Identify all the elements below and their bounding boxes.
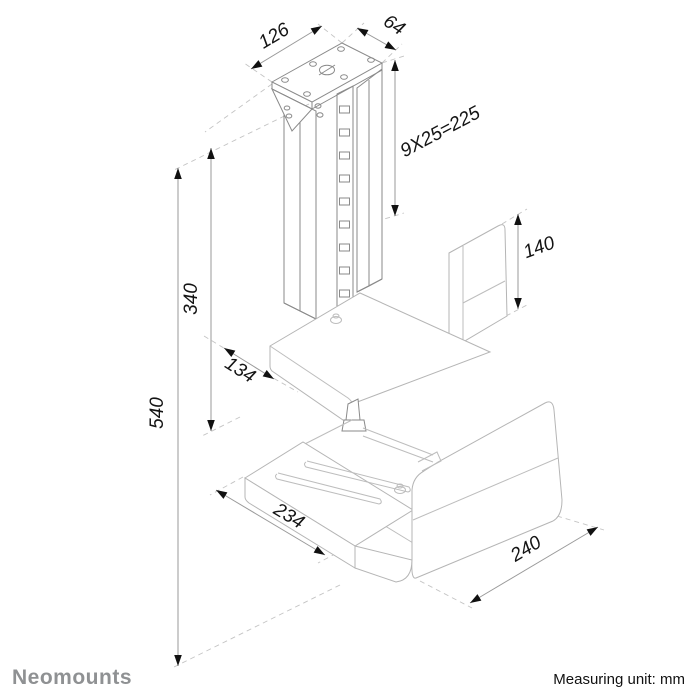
center-hole — [319, 64, 335, 76]
dim-label-plate-depth: 64 — [379, 11, 408, 40]
thumb-screw — [330, 316, 342, 324]
dim-arrow — [262, 369, 274, 379]
dim-arrow — [174, 168, 182, 179]
dimension-lines — [174, 25, 599, 666]
dim-arrow — [470, 594, 482, 603]
dim-arrow — [313, 546, 325, 555]
plate-screw-holes — [281, 46, 375, 97]
panel-tab — [417, 451, 442, 472]
dim-arrow — [514, 298, 522, 309]
ceiling-plate — [270, 42, 384, 132]
upper-side-panel — [448, 224, 508, 350]
front-plate-lip — [244, 477, 356, 569]
dim-arrow — [514, 214, 522, 225]
dim-label-hole-spacing: 9X25=225 — [397, 102, 484, 162]
dim-label-shelf-depth: 134 — [221, 353, 259, 388]
dim-arrow — [384, 41, 396, 50]
lower-thumb-screw — [394, 486, 406, 494]
base-slots — [275, 460, 411, 505]
measuring-unit-note: Measuring unit: mm — [553, 671, 685, 688]
dim-label-column-height: 340 — [181, 283, 202, 315]
lower-bracket — [244, 401, 563, 583]
dim-arrow — [174, 655, 182, 666]
upper-bracket — [269, 224, 508, 421]
gusset-bracket — [270, 87, 313, 132]
lower-side-panel — [411, 401, 563, 579]
dim-arrow — [357, 28, 369, 37]
dim-label-upper-panel-height: 140 — [521, 232, 558, 263]
dim-arrow — [216, 490, 228, 499]
dim-arrow — [251, 60, 263, 69]
dim-arrow — [391, 205, 399, 216]
dim-label-plate-width: 126 — [255, 19, 293, 54]
dim-arrow — [207, 420, 215, 431]
pole-foot — [341, 419, 367, 432]
base-foot — [354, 545, 413, 583]
dim-label-total-height: 540 — [147, 397, 168, 429]
neomounts-logo: Neomounts — [12, 666, 132, 689]
dim-arrow — [224, 348, 236, 358]
dim-arrow — [207, 148, 215, 159]
dim-arrow — [310, 26, 322, 35]
dim-arrow — [391, 60, 399, 71]
dim-arrow — [586, 527, 598, 536]
extension-lines — [171, 22, 605, 669]
